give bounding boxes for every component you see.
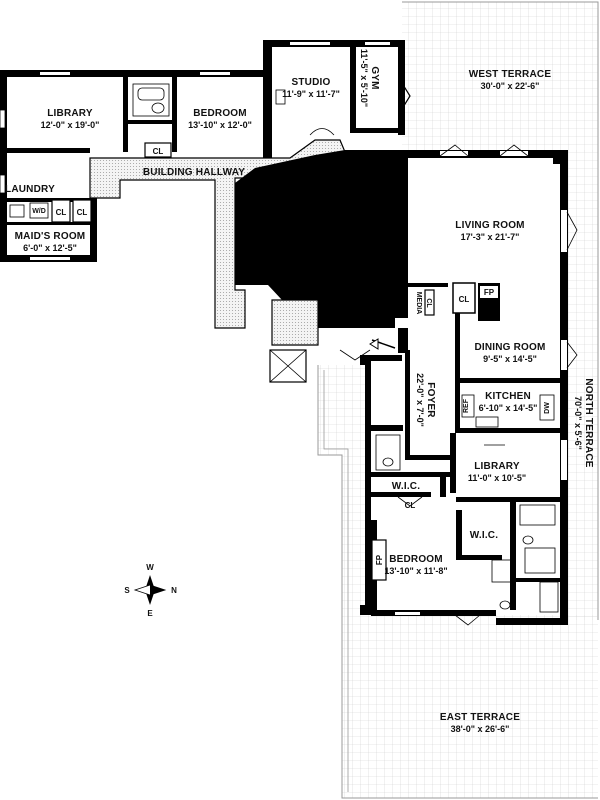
maids-room-dims: 6'-0" x 12'-5": [23, 243, 77, 253]
studio-gym-walls: [263, 40, 411, 158]
library-east-dims: 11'-0" x 10'-5": [468, 473, 526, 483]
building-hallway-name: BUILDING HALLWAY: [143, 167, 245, 178]
east-apartment-walls: [339, 144, 578, 626]
west-terrace-dims: 30'-0" x 22'-6": [481, 81, 540, 91]
compass-s: S: [124, 586, 130, 595]
bedroom-east-name: BEDROOM: [389, 554, 443, 565]
dining-room-name: DINING ROOM: [474, 342, 545, 353]
room-labels: LIBRARY 12'-0" x 19'-0" BEDROOM 13'-10" …: [5, 49, 594, 734]
north-terrace-dims: 70'-0" x 5'-6": [573, 396, 583, 450]
foyer-dims: 22'-0" x 7'-0": [415, 373, 425, 427]
living-room-name: LIVING ROOM: [455, 220, 524, 231]
west-wing-walls: [0, 70, 272, 262]
cl-label-bedroom: CL: [153, 147, 164, 156]
studio-dims: 11'-9" x 11'-7": [282, 89, 340, 99]
kitchen-name: KITCHEN: [485, 391, 531, 402]
cl-label-living: CL: [459, 295, 470, 304]
bedroom-west-name: BEDROOM: [193, 108, 247, 119]
media-label: MEDIA: [415, 292, 422, 315]
living-room-dims: 17'-3" x 21'-7": [461, 232, 520, 242]
wd-label: W/D: [32, 208, 46, 215]
compass-w: W: [146, 563, 154, 572]
elevator-box: [269, 349, 307, 383]
north-terrace-area: [565, 150, 599, 620]
east-terrace-area: [317, 365, 598, 799]
laundry-name: LAUNDRY: [5, 184, 55, 195]
foyer-name: FOYER: [425, 382, 436, 418]
studio-name: STUDIO: [292, 77, 331, 88]
gym-name: GYM: [369, 66, 380, 89]
east-terrace-name: EAST TERRACE: [440, 712, 520, 723]
library-west-name: LIBRARY: [47, 108, 93, 119]
kitchen-dims: 6'-10" x 14'-5": [479, 403, 538, 413]
fp-label-bedroom: FP: [375, 554, 384, 565]
ref-label: REF: [463, 398, 470, 413]
compass-e: E: [147, 609, 153, 618]
east-terrace-dims: 38'-0" x 26'-6": [451, 724, 510, 734]
fp-label-living: FP: [484, 288, 495, 297]
bedroom-west-dims: 13'-10" x 12'-0": [188, 120, 252, 130]
maids-room-name: MAID'S ROOM: [15, 231, 86, 242]
wic-2-name: W.I.C.: [470, 530, 498, 541]
library-west-dims: 12'-0" x 19'-0": [41, 120, 100, 130]
building-core: [235, 150, 408, 328]
cl-label-bedroom-east: CL: [405, 501, 416, 510]
bedroom-east-dims: 13'-10" x 11'-8": [384, 566, 447, 576]
wic-1-name: W.I.C.: [392, 481, 420, 492]
dining-room-dims: 9'-5" x 14'-5": [483, 354, 537, 364]
cl-label-laundry-1: CL: [56, 208, 67, 217]
gym-dims: 11'-5" x 5'-10": [359, 49, 369, 107]
compass: W E S N: [124, 563, 177, 618]
fixture-labels: CL CL CL W/D CL FP MEDIA CL REF DW CL FP: [32, 147, 551, 565]
cl-label-laundry-2: CL: [77, 208, 88, 217]
library-east-name: LIBRARY: [474, 461, 520, 472]
north-terrace-name: NORTH TERRACE: [583, 378, 594, 467]
west-terrace-name: WEST TERRACE: [469, 69, 552, 80]
west-terrace-area: [402, 1, 599, 152]
dw-label: DW: [544, 402, 551, 414]
compass-n: N: [171, 586, 177, 595]
media-cl-label: CL: [425, 298, 432, 308]
